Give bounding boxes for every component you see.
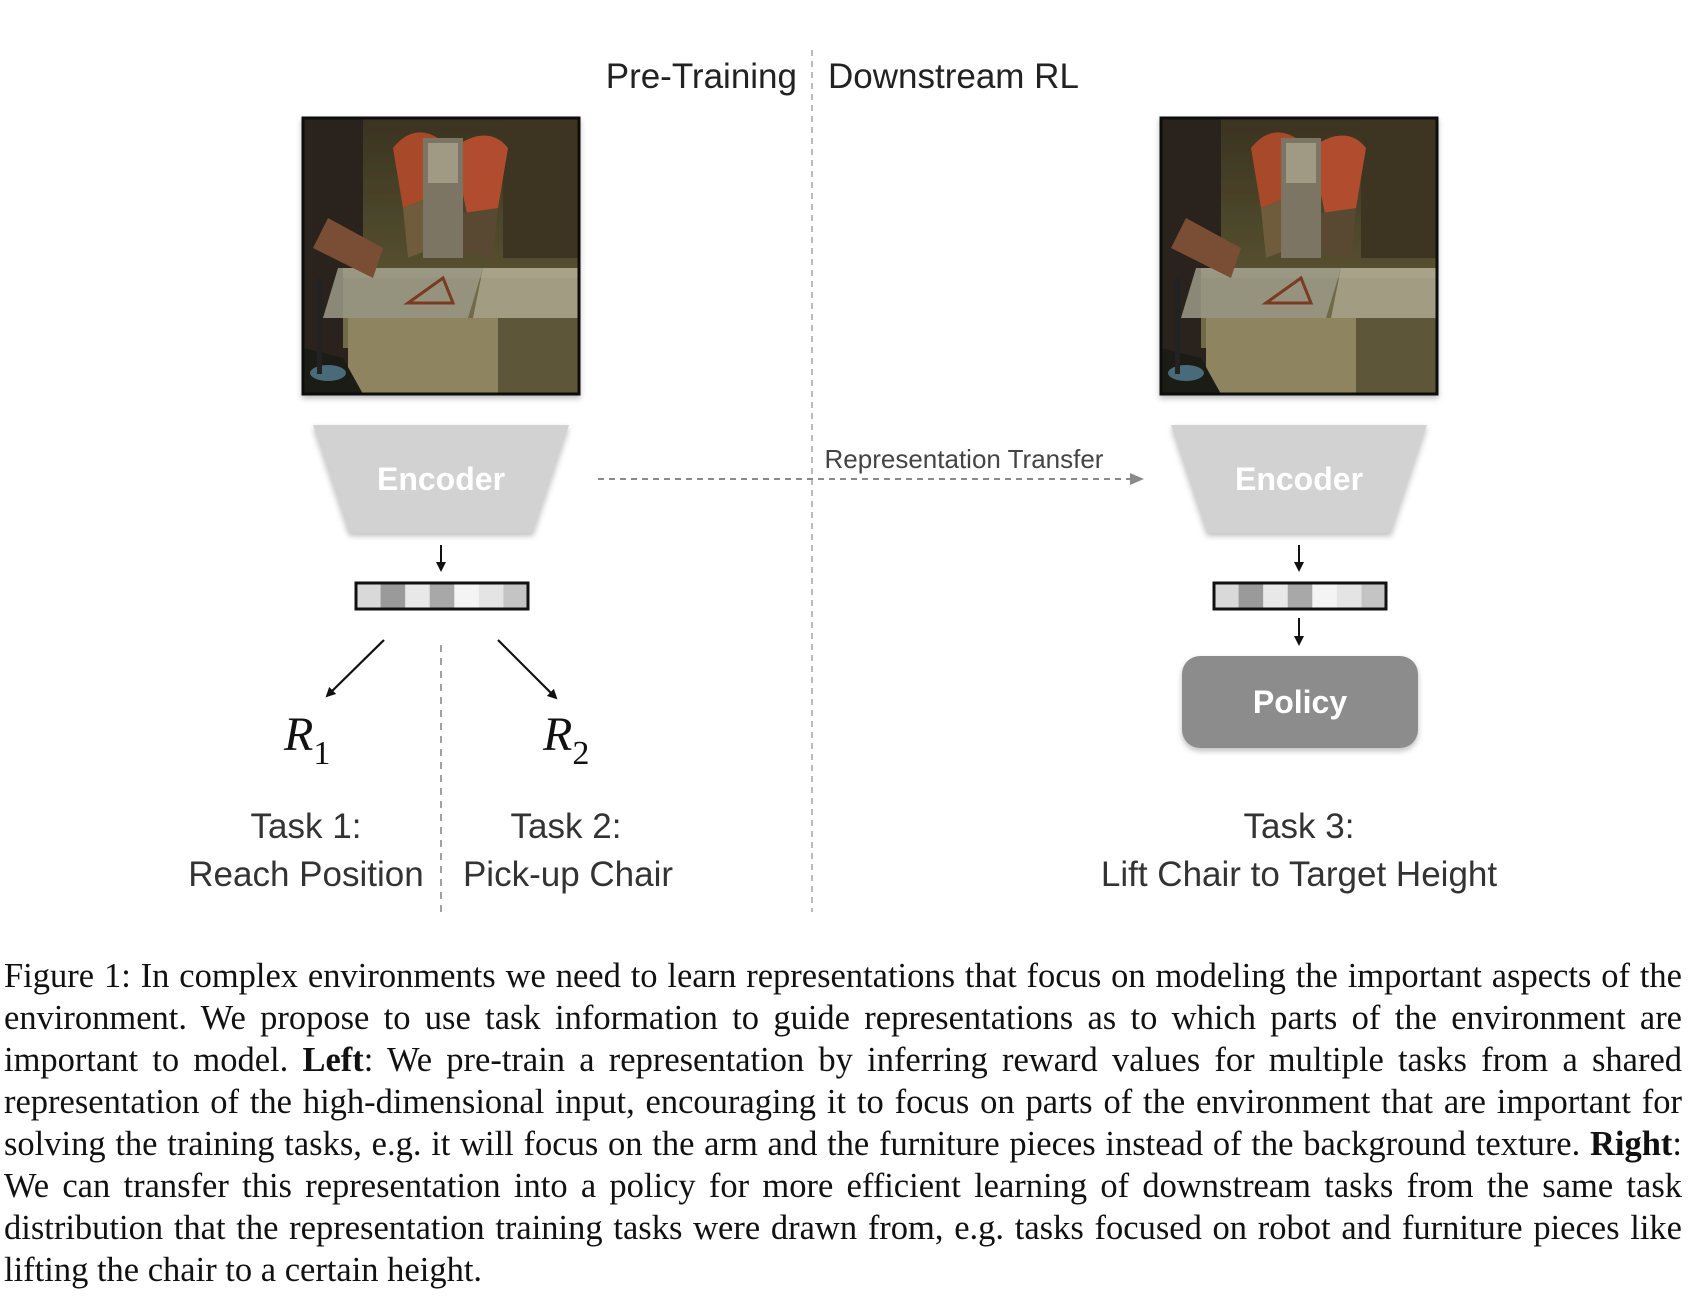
caption-right-label: Right xyxy=(1589,1125,1673,1163)
caption-figure-label: Figure 1: xyxy=(4,957,131,995)
feature-vector-border xyxy=(354,581,530,611)
caption-right-text: : We can transfer this representation in… xyxy=(4,1125,1682,1289)
reward-1-symbol: R1 xyxy=(283,708,330,772)
scene-image-downstream xyxy=(1159,116,1439,396)
task-1-description: Reach Position xyxy=(188,855,423,894)
feature-cell xyxy=(1238,583,1264,609)
feature-cell xyxy=(1336,583,1362,609)
arrow-to-reward-2 xyxy=(497,639,558,700)
feature-vector-border xyxy=(1212,581,1388,611)
feature-cell xyxy=(478,583,504,609)
caption-intro: In complex environments we need to learn… xyxy=(4,957,1682,1079)
feature-cell xyxy=(380,583,406,609)
policy-label: Policy xyxy=(1253,684,1347,720)
feature-cell xyxy=(1263,583,1289,609)
feature-cell xyxy=(503,583,529,609)
feature-cell xyxy=(356,583,382,609)
task-3-description: Lift Chair to Target Height xyxy=(1101,855,1498,894)
feature-cell xyxy=(1287,583,1313,609)
task-2-title: Task 2: xyxy=(511,807,622,846)
feature-vector-pretraining xyxy=(354,581,530,611)
figure-diagram: Pre-Training Downstream RL Encoder Encod… xyxy=(188,50,1498,912)
policy-box xyxy=(1182,656,1418,748)
representation-transfer-label: Representation Transfer xyxy=(825,444,1104,474)
feature-cell xyxy=(429,583,455,609)
pretraining-label: Pre-Training xyxy=(606,57,797,96)
encoder-downstream xyxy=(1171,425,1427,533)
feature-cell xyxy=(1214,583,1240,609)
feature-vector-downstream xyxy=(1212,581,1388,611)
figure-caption: Figure 1: In complex environments we nee… xyxy=(4,955,1682,1291)
encoder-pretraining xyxy=(313,425,569,533)
scene-image-pretraining xyxy=(301,116,581,396)
feature-cell xyxy=(1312,583,1338,609)
feature-cell xyxy=(454,583,480,609)
encoder-downstream-label: Encoder xyxy=(1235,461,1363,497)
task-1-title: Task 1: xyxy=(251,807,362,846)
feature-cell xyxy=(405,583,431,609)
caption-left-text: : We pre-train a representation by infer… xyxy=(4,1041,1683,1163)
feature-cell xyxy=(1361,583,1387,609)
task-3-title: Task 3: xyxy=(1244,807,1355,846)
task-2-description: Pick-up Chair xyxy=(463,855,673,894)
arrow-to-reward-1 xyxy=(325,639,385,698)
downstream-rl-label: Downstream RL xyxy=(828,57,1079,96)
encoder-pretraining-label: Encoder xyxy=(377,461,505,497)
caption-left-label: Left xyxy=(302,1041,364,1079)
reward-2-symbol: R2 xyxy=(542,708,589,772)
